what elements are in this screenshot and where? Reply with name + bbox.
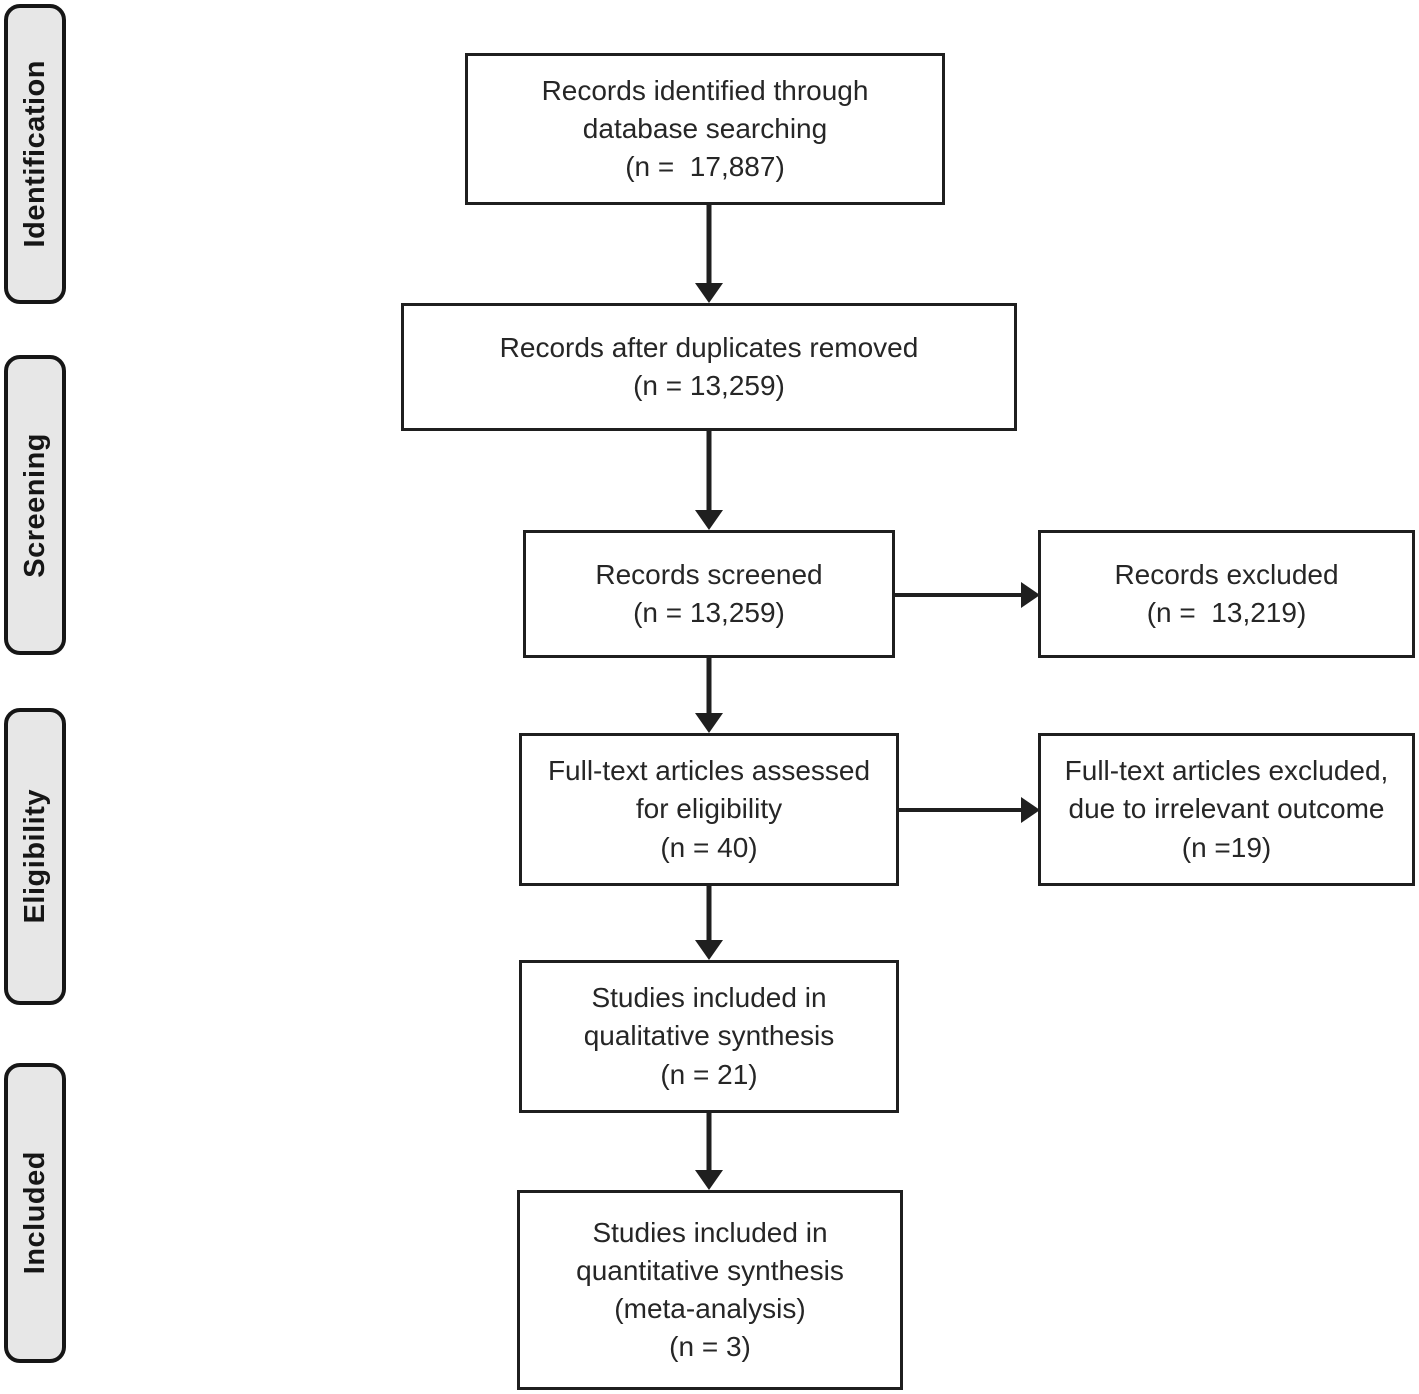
arrow-fulltext-to-fulltext-excluded (899, 795, 1040, 825)
arrow-duplicates-to-screened (694, 431, 724, 530)
box-records-screened: Records screened (n = 13,259) (523, 530, 895, 658)
arrow-screened-to-excluded (895, 580, 1040, 610)
arrow-shaft (895, 593, 1026, 597)
arrow-fulltext-to-qualitative (694, 886, 724, 960)
box-fulltext-assessed: Full-text articles assessed for eligibil… (519, 733, 899, 886)
box-records-excluded-text: Records excluded (n = 13,219) (1114, 558, 1339, 628)
box-quantitative-synthesis: Studies included in quantitative synthes… (517, 1190, 903, 1390)
box-records-excluded: Records excluded (n = 13,219) (1038, 530, 1415, 658)
arrow-shaft (899, 808, 1026, 812)
arrow-shaft (706, 658, 712, 717)
box-fulltext-excluded-text: Full-text articles excluded, due to irre… (1064, 755, 1389, 863)
box-fulltext-assessed-text: Full-text articles assessed for eligibil… (547, 755, 871, 863)
arrow-screened-to-fulltext (694, 658, 724, 733)
arrow-shaft (706, 1113, 712, 1174)
box-fulltext-excluded: Full-text articles excluded, due to irre… (1038, 733, 1415, 886)
box-records-identified: Records identified through database sear… (465, 53, 945, 205)
stage-screening: Screening (4, 355, 66, 655)
box-records-after-duplicates-text: Records after duplicates removed (n = 13… (499, 331, 919, 401)
box-records-identified-text: Records identified through database sear… (541, 74, 869, 183)
arrow-down-icon (695, 510, 723, 530)
box-records-after-duplicates: Records after duplicates removed (n = 13… (401, 303, 1017, 431)
stage-identification: Identification (4, 4, 66, 304)
arrow-down-icon (695, 283, 723, 303)
arrow-down-icon (695, 940, 723, 960)
stage-included-label: Included (18, 1151, 51, 1275)
box-qualitative-synthesis: Studies included in qualitative synthesi… (519, 960, 899, 1113)
arrow-shaft (706, 205, 712, 287)
stage-eligibility: Eligibility (4, 708, 66, 1005)
box-records-screened-text: Records screened (n = 13,259) (595, 558, 823, 628)
box-qualitative-synthesis-text: Studies included in qualitative synthesi… (583, 982, 835, 1090)
stage-screening-label: Screening (18, 432, 51, 578)
arrow-qualitative-to-quantitative (694, 1113, 724, 1190)
arrow-right-icon (1021, 582, 1040, 608)
arrow-shaft (706, 431, 712, 514)
stage-eligibility-label: Eligibility (18, 789, 51, 924)
arrow-right-icon (1021, 797, 1040, 823)
arrow-down-icon (695, 713, 723, 733)
arrow-shaft (706, 886, 712, 944)
arrow-down-icon (695, 1170, 723, 1190)
box-quantitative-synthesis-text: Studies included in quantitative synthes… (576, 1216, 844, 1363)
stage-identification-label: Identification (18, 60, 51, 248)
stage-included: Included (4, 1063, 66, 1363)
arrow-identified-to-duplicates (694, 205, 724, 303)
